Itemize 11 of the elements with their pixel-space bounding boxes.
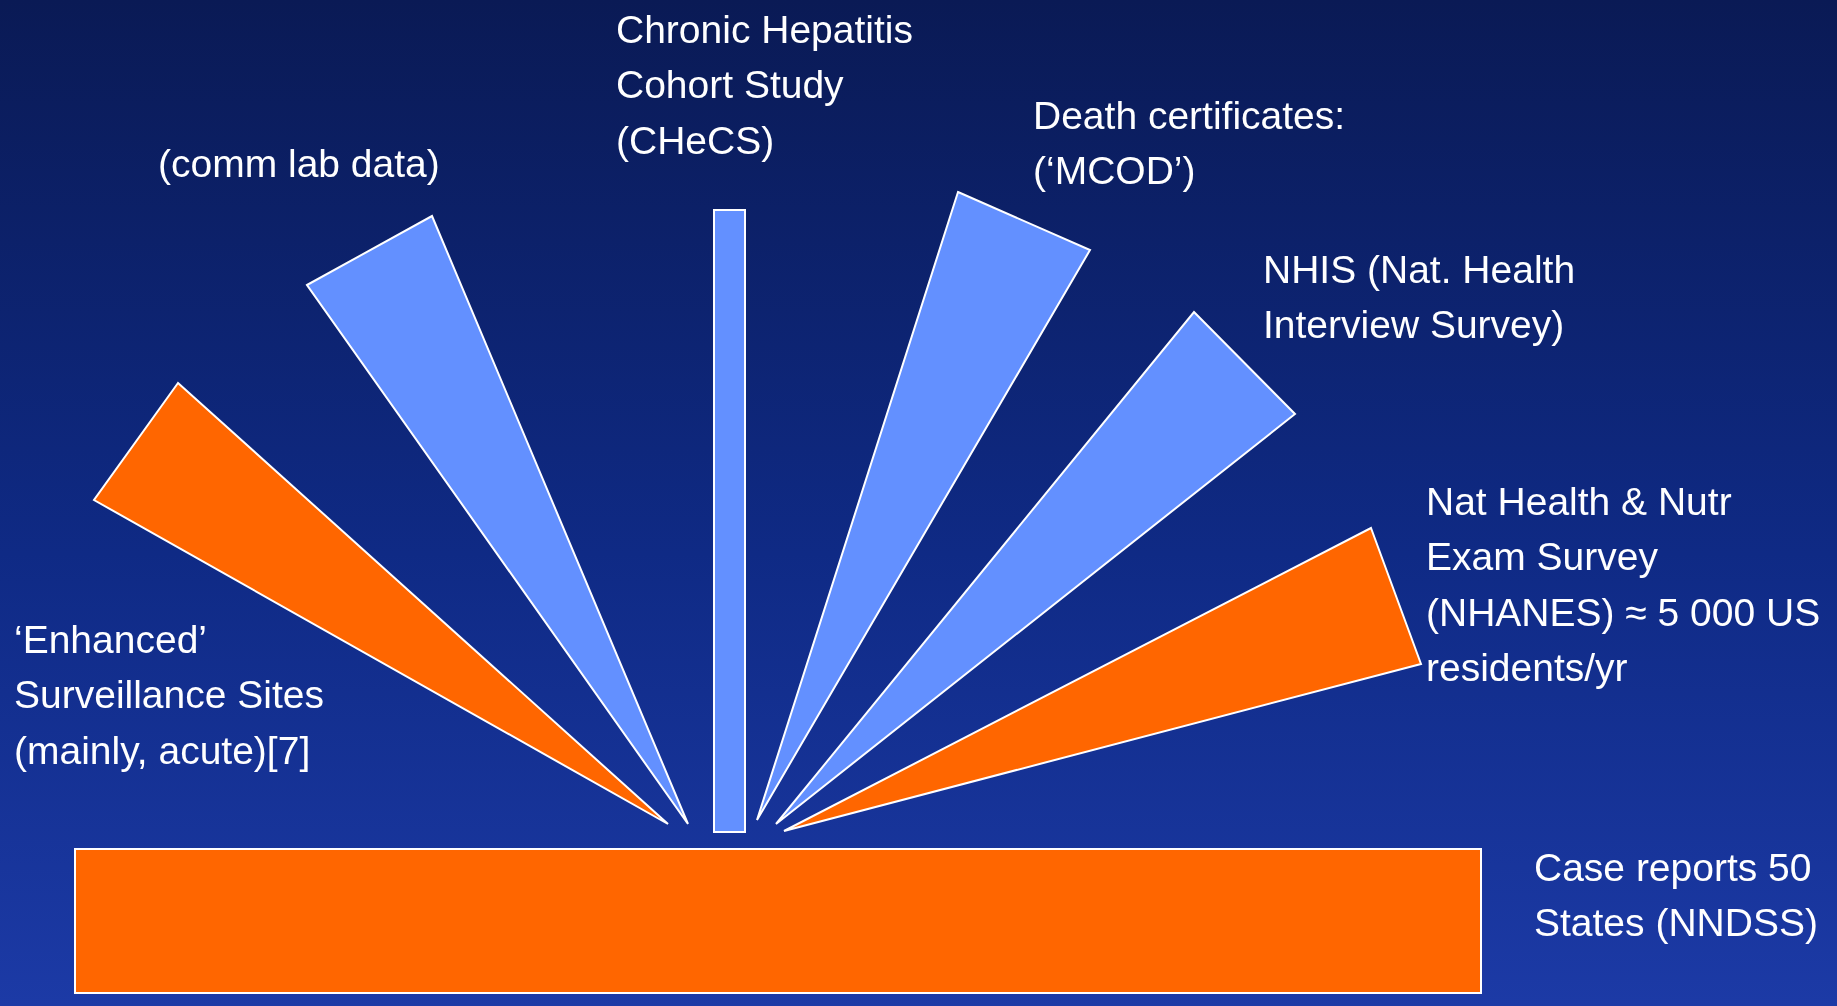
source-caption: NHIS (Nat. Health Interview Survey) xyxy=(1263,247,1577,349)
source-caption: Nat Health & Nutr Exam Survey (NHANES) ≈ 5 000 US residents/yr xyxy=(1426,479,1822,692)
bar-shape xyxy=(74,848,1482,994)
source-caption: ‘Enhanced’ Surveillance Sites (mainly, acute)[7] xyxy=(14,617,325,774)
bar-shape xyxy=(713,209,746,833)
wedge-shape xyxy=(755,190,1092,822)
source-caption: Chronic Hepatitis Cohort Study (CHeCS) xyxy=(616,7,914,164)
source-caption: (comm lab data) xyxy=(158,141,441,187)
wedge-shape xyxy=(782,526,1423,833)
source-caption: Case reports 50 States (NNDSS) xyxy=(1534,845,1819,947)
source-caption: Death certificates: (‘MCOD’) xyxy=(1033,93,1347,195)
